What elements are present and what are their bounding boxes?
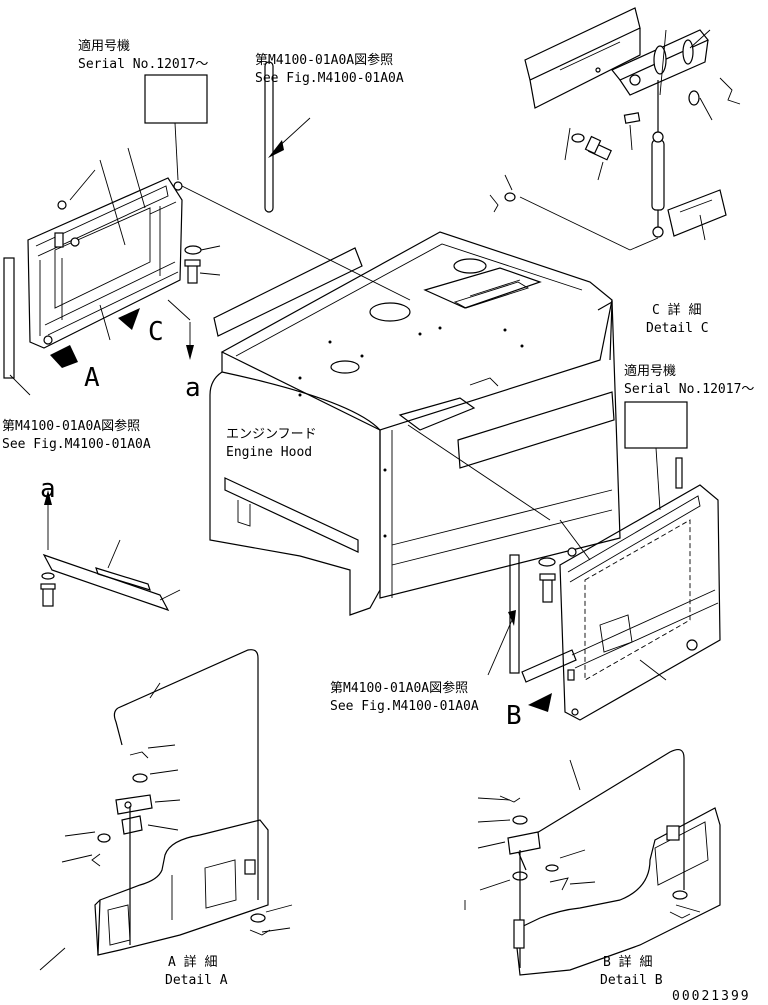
fig-mid-jp: 第M4100-01A0A図参照 bbox=[330, 680, 468, 696]
view-label-a: A bbox=[84, 363, 100, 393]
bolt-stack-left bbox=[184, 245, 221, 284]
left-door-panel bbox=[27, 177, 183, 349]
fig-top-en: See Fig.M4100-01A0A bbox=[255, 71, 404, 86]
leader-1 bbox=[99, 159, 126, 246]
serial-top-en: Serial No.12017～ bbox=[78, 57, 208, 72]
ref-a-top: a bbox=[185, 373, 201, 403]
leader-2 bbox=[69, 169, 96, 201]
hood-label-jp: エンジンフード bbox=[226, 427, 317, 442]
left-rubber-strip bbox=[3, 257, 15, 379]
serial-box-top bbox=[144, 74, 208, 124]
detail-b bbox=[464, 748, 721, 976]
serial-box-right bbox=[624, 401, 688, 449]
bracket-left bbox=[40, 490, 181, 612]
leader-4 bbox=[99, 304, 111, 341]
detail-b-jp: B 詳 細 bbox=[603, 954, 652, 970]
serial-right-en: Serial No.12017～ bbox=[624, 382, 754, 397]
detail-a bbox=[39, 649, 293, 971]
detail-a-jp: A 詳 細 bbox=[168, 954, 217, 970]
bolt-stack-right bbox=[538, 557, 556, 603]
leader-3 bbox=[127, 147, 146, 209]
drawing-number: 00021399 bbox=[672, 989, 751, 1004]
fig-mid-en: See Fig.M4100-01A0A bbox=[330, 699, 479, 714]
arrow-c bbox=[118, 308, 140, 330]
fig-left-en: See Fig.M4100-01A0A bbox=[2, 437, 151, 452]
detail-b-en: Detail B bbox=[600, 973, 663, 988]
view-label-c: C bbox=[148, 317, 164, 347]
serial-right-jp: 適用号機 bbox=[624, 363, 676, 379]
top-rod bbox=[264, 61, 274, 213]
view-label-b: B bbox=[506, 701, 522, 731]
fig-top-jp: 第M4100-01A0A図参照 bbox=[255, 52, 393, 68]
right-door-panel bbox=[559, 457, 721, 721]
arrow-b bbox=[528, 693, 552, 712]
ref-a-mid: a bbox=[40, 474, 56, 504]
detail-c-jp: C 詳 細 bbox=[652, 302, 701, 318]
engine-hood bbox=[209, 231, 621, 616]
hood-label-en: Engine Hood bbox=[226, 445, 312, 460]
fig-left-jp: 第M4100-01A0A図参照 bbox=[2, 418, 140, 434]
serial-leader-top bbox=[174, 122, 179, 181]
detail-c bbox=[489, 7, 741, 251]
serial-top-jp: 適用号機 bbox=[78, 38, 130, 54]
detail-c-en: Detail C bbox=[646, 321, 709, 336]
detail-a-en: Detail A bbox=[165, 973, 228, 988]
